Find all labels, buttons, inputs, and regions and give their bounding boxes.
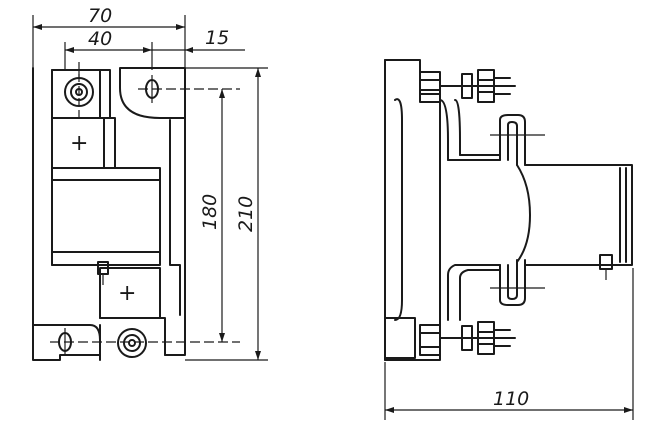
upper-clip — [499, 114, 526, 166]
arrow-icon — [33, 24, 42, 30]
bottom-lug — [99, 317, 166, 356]
housing-lower-curve — [447, 264, 501, 321]
upper-terminal-side — [103, 117, 116, 169]
bottom-bolt-nut — [477, 321, 495, 355]
arrow-icon — [219, 333, 225, 342]
housing-upper-curve — [439, 99, 449, 161]
dim-label-15: 15 — [205, 27, 229, 49]
body-outline-left — [32, 67, 101, 361]
dim-label-110: 110 — [493, 388, 529, 410]
arrow-icon — [176, 24, 185, 30]
arrow-icon — [185, 47, 193, 53]
inner-rail-right — [169, 119, 181, 316]
side-view: 110 — [384, 59, 634, 420]
arrow-icon — [143, 47, 152, 53]
bottom-left-lug — [32, 324, 101, 361]
top-washer — [461, 73, 473, 99]
dim-label-70: 70 — [88, 5, 112, 27]
dim-label-180: 180 — [199, 194, 221, 230]
top-lug-side — [99, 69, 111, 119]
bolt-center-icon — [128, 339, 136, 347]
upper-clip-inner — [507, 121, 518, 166]
base-plate-front — [419, 79, 441, 341]
bottom-nut — [419, 324, 441, 356]
base-plate-top — [384, 59, 421, 81]
indicator-tab — [599, 254, 613, 270]
lower-clip-inner — [507, 259, 518, 300]
housing-upper-inner — [454, 99, 461, 156]
bolt-icon — [117, 328, 147, 358]
arrow-icon — [255, 351, 261, 360]
dim-label-40: 40 — [88, 28, 112, 50]
arrow-icon — [219, 89, 225, 98]
top-bolt-nut — [477, 69, 495, 103]
bottom-block — [384, 317, 416, 359]
arrow-icon — [255, 68, 261, 77]
fuse-cartridge — [524, 164, 633, 266]
arrow-icon — [624, 407, 633, 413]
top-nut — [419, 71, 441, 103]
arrow-icon — [385, 407, 394, 413]
dim-label-210: 210 — [235, 196, 257, 232]
right-lug — [119, 67, 186, 119]
body-outline-right — [164, 117, 186, 356]
bolt-inner-icon — [123, 334, 141, 352]
fuse-cartridge-curve — [516, 164, 531, 263]
fuse-body — [51, 167, 161, 266]
plus-symbol-top: + — [70, 131, 88, 156]
housing-lower-inner — [459, 269, 501, 321]
base-plate-inner — [394, 98, 403, 321]
bottom-washer — [461, 325, 473, 351]
lower-clip — [499, 259, 526, 306]
arrow-icon — [65, 47, 74, 53]
front-view: 70 40 15 + — [32, 5, 268, 361]
plus-symbol-bottom: + — [118, 281, 136, 306]
